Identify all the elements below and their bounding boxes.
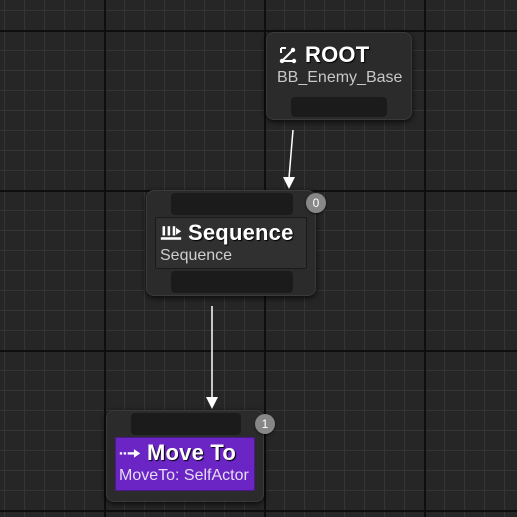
move-to-node-body: Move To MoveTo: SelfActor bbox=[115, 437, 255, 491]
root-branch-icon bbox=[279, 47, 297, 64]
sequence-node-body: Sequence Sequence bbox=[155, 217, 307, 269]
root-blackboard-name: BB_Enemy_Base bbox=[277, 69, 403, 86]
move-to-subtitle: MoveTo: SelfActor bbox=[119, 467, 249, 484]
root-node-body: ROOT BB_Enemy_Base bbox=[277, 42, 411, 87]
move-to-task-node[interactable]: Move To MoveTo: SelfActor bbox=[106, 410, 264, 502]
root-output-pin[interactable] bbox=[291, 97, 387, 117]
sequence-title: Sequence bbox=[188, 220, 294, 245]
sequence-execution-order-badge: 0 bbox=[306, 193, 326, 213]
wire-sequence-to-moveto-arrowhead bbox=[206, 397, 218, 409]
wire-root-to-sequence bbox=[288, 129, 294, 179]
sequence-title-row: Sequence bbox=[160, 220, 302, 245]
sequence-output-pin[interactable] bbox=[171, 271, 293, 293]
root-title: ROOT bbox=[305, 42, 370, 67]
move-to-title: Move To bbox=[147, 440, 236, 465]
move-to-title-row: Move To bbox=[119, 440, 251, 465]
move-to-execution-order-badge: 1 bbox=[255, 414, 275, 434]
root-node[interactable]: ROOT BB_Enemy_Base bbox=[266, 32, 412, 120]
move-to-input-pin[interactable] bbox=[131, 413, 241, 435]
move-to-arrow-icon bbox=[119, 449, 141, 458]
wire-root-to-sequence-arrowhead bbox=[283, 177, 295, 189]
sequence-icon bbox=[160, 226, 182, 240]
sequence-node[interactable]: Sequence Sequence bbox=[146, 190, 316, 296]
sequence-subtitle: Sequence bbox=[160, 247, 233, 264]
root-title-row: ROOT bbox=[277, 42, 411, 67]
sequence-input-pin[interactable] bbox=[171, 193, 293, 215]
